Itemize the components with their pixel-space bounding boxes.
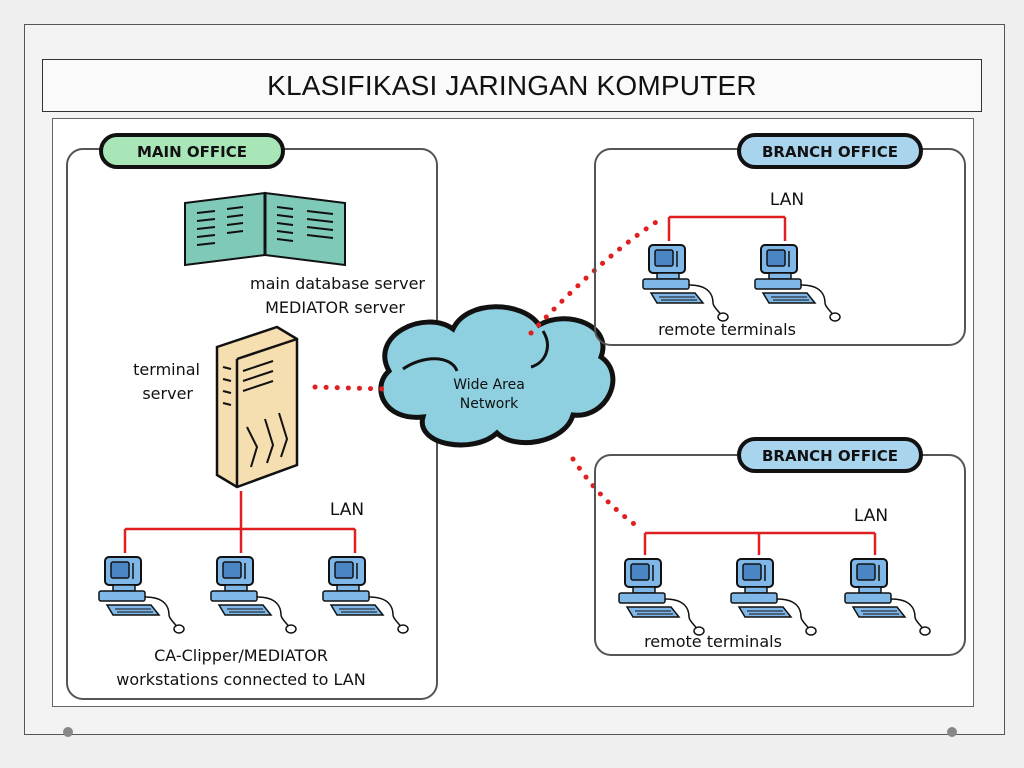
database-server-caption-2: MEDIATOR server bbox=[265, 298, 405, 317]
branch-office-top-badge bbox=[737, 133, 923, 169]
branch-bottom-caption: remote terminals bbox=[644, 632, 782, 651]
remote-terminal-icon bbox=[642, 244, 729, 322]
branch-top-lan-label: LAN bbox=[770, 190, 804, 210]
branch-bottom-lan-lines bbox=[643, 531, 877, 555]
branch-office-bottom-frame bbox=[594, 454, 966, 656]
terminal-server-caption-2: server bbox=[142, 384, 193, 403]
wan-links bbox=[312, 216, 664, 532]
terminal-server-caption-1: terminal bbox=[133, 360, 200, 379]
main-office-badge-label: MAIN OFFICE bbox=[137, 143, 247, 161]
remote-terminal-icon bbox=[730, 558, 817, 636]
workstation-computer-icon bbox=[98, 556, 185, 634]
remote-terminal-icon bbox=[754, 244, 841, 322]
workstations-caption-2: workstations connected to LAN bbox=[116, 670, 365, 689]
main-lan-lines bbox=[123, 491, 357, 553]
branch-top-caption: remote terminals bbox=[658, 320, 796, 339]
corner-dot-right bbox=[947, 727, 957, 737]
workstation-computer-icon bbox=[322, 556, 409, 634]
terminal-server-icon bbox=[215, 325, 299, 489]
corner-dot-left bbox=[63, 727, 73, 737]
slide-title-box: KLASIFIKASI JARINGAN KOMPUTER bbox=[42, 59, 982, 112]
wan-label-1: Wide Area bbox=[453, 377, 525, 393]
database-server-icon bbox=[184, 191, 346, 267]
wan-label-2: Network bbox=[460, 396, 519, 412]
network-diagram: MAIN OFFICE main database server MEDIATO… bbox=[52, 118, 974, 707]
branch-top-lan-lines bbox=[667, 215, 787, 241]
main-office-group: MAIN OFFICE main database server MEDIATO… bbox=[66, 133, 438, 700]
branch-office-top-badge-label: BRANCH OFFICE bbox=[762, 143, 898, 161]
workstation-computer-icon bbox=[210, 556, 297, 634]
main-lan-label: LAN bbox=[330, 500, 364, 520]
branch-office-bottom-badge-label: BRANCH OFFICE bbox=[762, 447, 898, 465]
workstations-caption-1: CA-Clipper/MEDIATOR bbox=[154, 646, 328, 665]
remote-terminal-icon bbox=[844, 558, 931, 636]
branch-office-bottom-group: BRANCH OFFICE LAN remote terminals bbox=[594, 437, 966, 656]
main-office-badge bbox=[99, 133, 285, 169]
database-server-caption-1: main database server bbox=[250, 274, 425, 293]
wan-cloud: Wide Area Network bbox=[378, 304, 616, 448]
slide-title: KLASIFIKASI JARINGAN KOMPUTER bbox=[267, 69, 757, 101]
branch-office-top-group: BRANCH OFFICE LAN remote terminals bbox=[594, 133, 966, 346]
remote-terminal-icon bbox=[618, 558, 705, 636]
branch-office-bottom-badge bbox=[737, 437, 923, 473]
branch-bottom-lan-label: LAN bbox=[854, 506, 888, 526]
